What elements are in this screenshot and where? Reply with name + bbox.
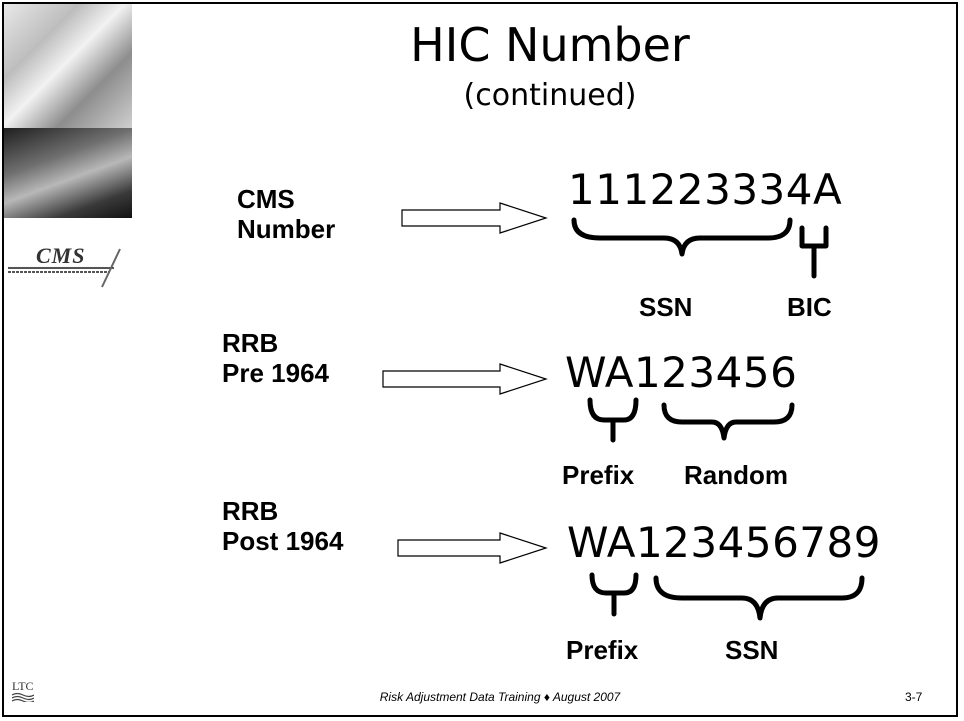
hic-number-rrb-pre: WA123456: [565, 348, 798, 397]
brace-random: [661, 402, 795, 441]
row-label-cms: CMS Number: [237, 184, 336, 244]
hic-number-cms: 111223334A: [568, 165, 843, 214]
hic-number-rrb-post: WA123456789: [567, 518, 881, 567]
part-label-bic: BIC: [787, 292, 832, 322]
part-label-ssn: SSN: [639, 292, 693, 322]
part-label-ssn-post: SSN: [725, 635, 779, 665]
cms-logo-graphic: [8, 248, 121, 288]
slide-subtitle: (continued): [463, 78, 637, 113]
part-label-random: Random: [684, 460, 788, 490]
footer-text: Risk Adjustment Data Training ♦ August 2…: [379, 690, 621, 704]
row-label-rrb-post: RRB Post 1964: [222, 496, 344, 556]
arrow-rrb-post: [397, 532, 548, 564]
brace-ssn: [571, 217, 793, 257]
part-label-prefix-post: Prefix: [566, 635, 639, 665]
brace-bic: [799, 225, 829, 279]
page-number: 3-7: [905, 690, 923, 704]
ltc-logo: LTC: [11, 680, 35, 704]
brace-prefix: [587, 397, 639, 443]
arrow-cms: [401, 202, 548, 234]
slide-title: HIC Number: [410, 18, 690, 72]
brace-ssn-post: [653, 575, 865, 621]
part-label-prefix: Prefix: [562, 460, 635, 490]
waves-icon: [11, 692, 35, 704]
medical-photo: [4, 4, 132, 128]
stethoscope-keyboard-photo: [4, 128, 132, 218]
arrow-rrb-pre: [382, 363, 548, 395]
brace-prefix-post: [589, 572, 639, 617]
row-label-rrb-pre: RRB Pre 1964: [222, 328, 329, 388]
cms-logo: CMS: [6, 243, 124, 289]
